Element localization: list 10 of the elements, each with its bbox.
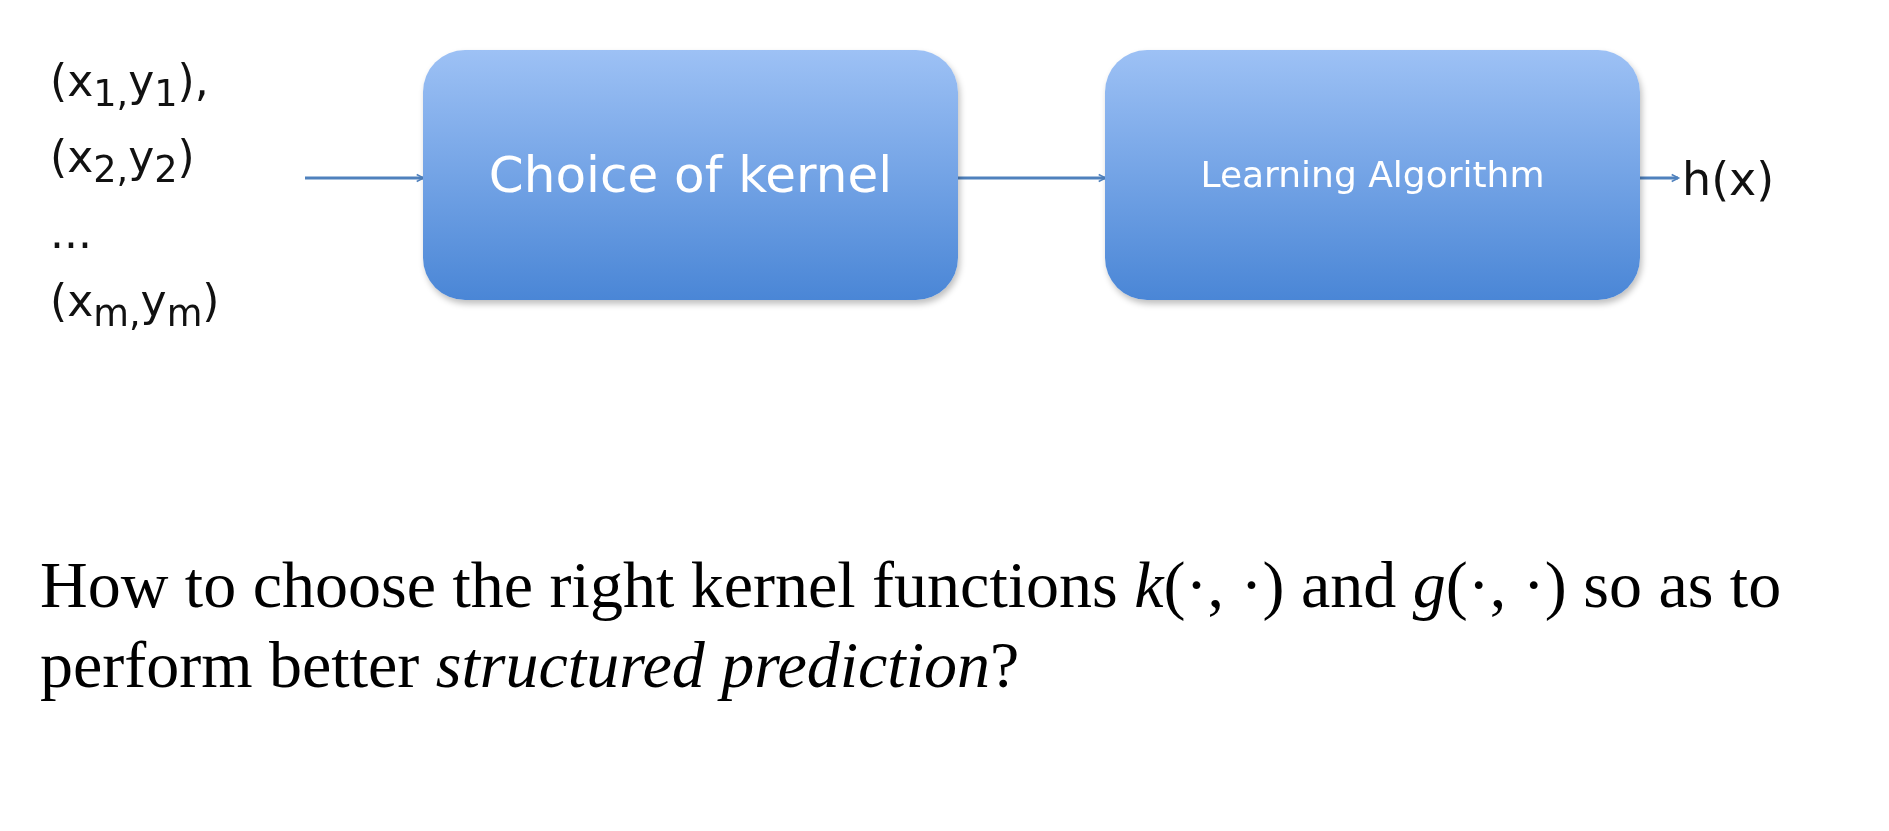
box-label: Learning Algorithm [1200,152,1545,197]
arrow [958,173,1107,183]
process-box [423,50,958,300]
question-text: How to choose the right kernel functions k(·, ·) and g(·, ·) so as to perform better structured prediction? [40,547,1783,703]
arrow [305,173,425,183]
process-box [1105,50,1640,300]
data-pairs-text: (x$_{1,}$y$_{1}$), (x$_{2,}$y$_{2}$) ... (x$_{m,}$y$_{m}$) [50,54,221,337]
box-label: Choice of kernel [488,144,893,206]
output-text: h(x) [1682,152,1775,208]
arrow [1640,173,1680,183]
